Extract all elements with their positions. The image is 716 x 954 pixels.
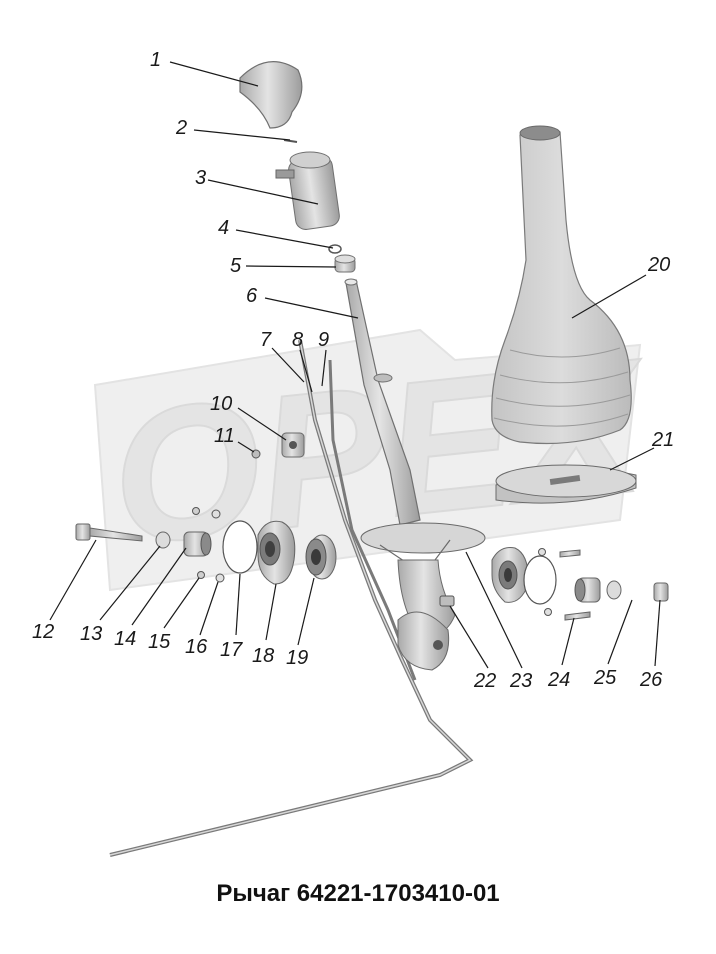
callout-22: 22 <box>473 670 496 692</box>
part-18-flange-right <box>491 547 529 603</box>
part-6-lever <box>344 278 421 526</box>
part-20-boot <box>491 125 632 445</box>
part-21-plate <box>495 464 637 504</box>
part-19-bushing <box>305 534 337 580</box>
callout-20: 20 <box>647 254 670 276</box>
callout-23: 23 <box>509 670 532 692</box>
part-15-nut <box>197 571 205 579</box>
callout-24: 24 <box>547 669 570 691</box>
part-1-knob <box>239 61 303 129</box>
callout-17: 17 <box>220 639 243 661</box>
part-12-bolt <box>75 523 143 542</box>
callout-7: 7 <box>260 329 272 351</box>
part-17-gasket-right <box>523 555 557 605</box>
diagram-title: Рычаг 64221-1703410-01 <box>216 880 500 907</box>
callout-11: 11 <box>214 425 235 447</box>
part-15-nut-b <box>192 507 200 515</box>
part-14-bushing-right <box>574 577 601 603</box>
callout-6: 6 <box>246 285 258 307</box>
callout-labels: 1 2 3 4 5 6 7 8 9 10 11 12 13 14 15 16 1… <box>32 49 674 692</box>
part-14-bushing <box>183 531 212 557</box>
callout-1: 1 <box>150 49 161 71</box>
callout-19: 19 <box>286 647 308 669</box>
part-18-flange <box>257 520 296 585</box>
callout-18: 18 <box>252 645 274 667</box>
part-17-gasket <box>222 520 258 574</box>
linkage-rod <box>109 339 474 857</box>
part-10-clamp <box>281 432 305 458</box>
part-4-ring <box>328 244 342 254</box>
callout-14: 14 <box>114 628 136 650</box>
callout-4: 4 <box>218 217 229 239</box>
part-16-washer-right <box>538 548 546 556</box>
part-16-washer <box>215 573 225 583</box>
callout-21: 21 <box>651 429 674 451</box>
part-16-washer-right-b <box>544 608 552 616</box>
callout-13: 13 <box>80 623 102 645</box>
callout-8: 8 <box>292 329 303 351</box>
part-16-washer-b <box>211 509 221 519</box>
callout-9: 9 <box>318 329 329 351</box>
part-5-bushing <box>334 254 356 273</box>
callout-16: 16 <box>185 636 208 658</box>
callout-5: 5 <box>230 255 242 277</box>
leader-lines <box>49 61 661 669</box>
part-22-nut <box>439 595 455 607</box>
callout-12: 12 <box>32 621 54 643</box>
part-24-bolt <box>559 549 591 621</box>
part-2-pin <box>283 139 298 143</box>
part-25-washer <box>606 580 622 600</box>
callout-10: 10 <box>210 393 232 415</box>
part-23-housing <box>360 522 486 671</box>
callout-3: 3 <box>195 167 206 189</box>
callout-25: 25 <box>593 667 617 689</box>
callout-15: 15 <box>148 631 171 653</box>
callout-2: 2 <box>175 117 187 139</box>
part-3-sleeve <box>275 151 340 230</box>
callout-26: 26 <box>639 669 663 691</box>
part-13-washer <box>155 531 171 549</box>
part-26-nut <box>653 582 669 602</box>
